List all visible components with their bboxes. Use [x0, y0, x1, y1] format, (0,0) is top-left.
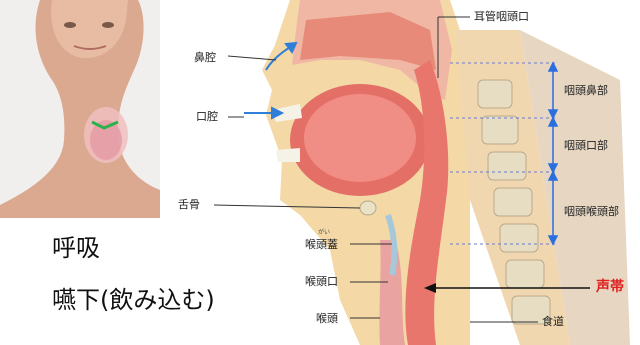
neck-photo: [0, 0, 160, 218]
label-hyoid: 舌骨: [178, 199, 200, 210]
label-nasopharynx: 咽頭鼻部: [564, 85, 608, 96]
label-epiglottis-ruby: がい: [318, 230, 330, 236]
label-vocal-cords: 声帯: [596, 280, 624, 294]
label-laryngeal-inlet: 喉頭口: [305, 276, 338, 287]
caption-breathing: 呼吸: [52, 236, 100, 260]
caption-swallowing: 嚥下(飲み込む): [52, 288, 215, 312]
head-section: [262, 0, 630, 345]
label-esophagus: 食道: [542, 316, 564, 327]
label-oral-cavity: 口腔: [196, 111, 218, 122]
label-laryngopharynx: 咽頭喉頭部: [564, 206, 619, 217]
label-eustachian-opening: 耳管咽頭口: [474, 11, 529, 22]
label-larynx: 喉頭: [316, 313, 338, 324]
label-oropharynx: 咽頭口部: [564, 140, 608, 151]
label-epiglottis: 喉頭蓋: [305, 239, 338, 250]
label-nasal-cavity: 鼻腔: [194, 52, 216, 63]
